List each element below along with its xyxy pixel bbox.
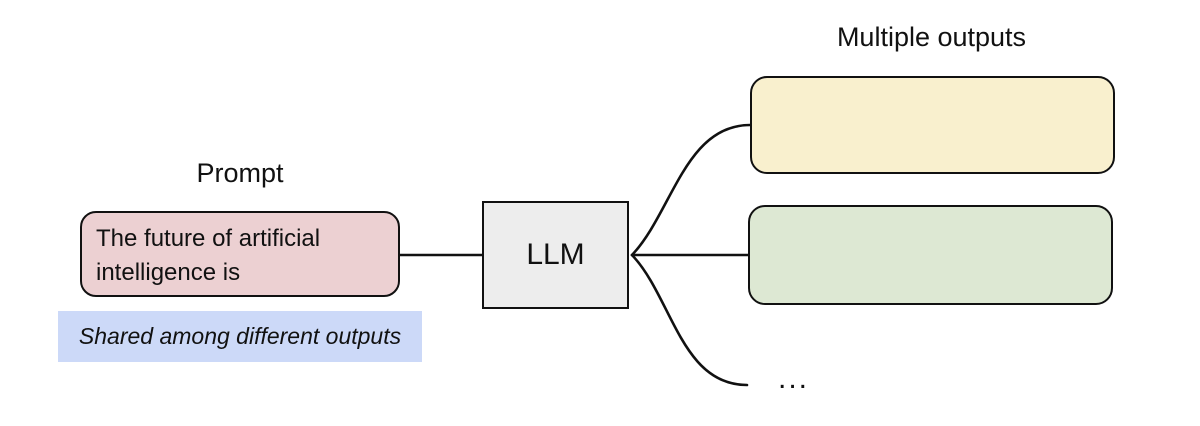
prompt-box: The future of artificial intelligence is: [80, 211, 400, 297]
prompt-label: Prompt: [196, 158, 284, 188]
llm-label: LLM: [526, 238, 585, 271]
connector-llm-output-1: [630, 123, 752, 257]
connector-llm-ellipsis: [630, 253, 749, 387]
prompt-note: Shared among different outputs: [58, 311, 422, 362]
prompt-text: The future of artificial intelligence is: [96, 225, 321, 286]
output-box-2: [748, 205, 1113, 305]
output-box-1: [750, 76, 1115, 174]
outputs-label: Multiple outputs: [836, 22, 1027, 52]
prompt-note-text: Shared among different outputs: [78, 323, 402, 349]
ellipsis: ...: [778, 362, 810, 395]
llm-box: LLM: [482, 201, 629, 309]
